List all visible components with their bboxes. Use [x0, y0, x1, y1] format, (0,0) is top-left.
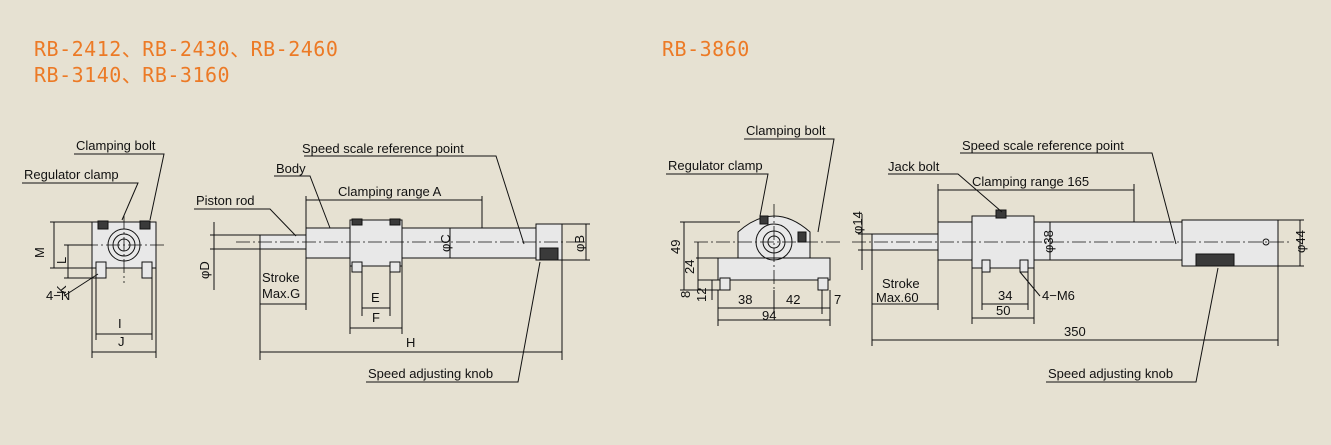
dim-12: 12 — [694, 288, 709, 302]
dim-phi-14: φ14 — [850, 211, 865, 234]
left-title: RB-2412、RB-2430、RB-2460 RB-3140、RB-3160 — [34, 36, 338, 88]
label-clamping-range-a: Clamping range A — [338, 184, 442, 199]
dim-34: 34 — [998, 288, 1012, 303]
label-piston-rod: Piston rod — [196, 193, 255, 208]
dim-K: K — [54, 285, 69, 294]
label-speed-adjusting-knob-r: Speed adjusting knob — [1048, 366, 1173, 381]
label-regulator-clamp: Regulator clamp — [24, 167, 119, 182]
dim-H: H — [406, 335, 415, 350]
right-title: RB-3860 — [662, 37, 750, 61]
dim-4-N: 4−N — [46, 288, 70, 303]
label-stroke-max-60: Max.60 — [876, 290, 919, 305]
label-stroke: Stroke — [262, 270, 300, 285]
dim-50: 50 — [996, 303, 1010, 318]
dim-8: 8 — [678, 291, 693, 298]
left-end-view — [22, 153, 165, 358]
label-clamping-bolt: Clamping bolt — [76, 138, 156, 153]
dim-7: 7 — [834, 292, 841, 307]
left-title-line1: RB-2412、RB-2430、RB-2460 — [34, 37, 339, 61]
dim-L: L — [54, 257, 69, 264]
dim-phi-38: φ38 — [1041, 230, 1056, 253]
label-clamping-range-165: Clamping range 165 — [972, 174, 1089, 189]
dim-F: F — [372, 310, 380, 325]
dim-phi-c: φC — [438, 234, 453, 252]
label-stroke-max-g: Max.G — [262, 286, 300, 301]
right-side-view — [852, 152, 1304, 383]
dim-phi-44: φ44 — [1293, 230, 1308, 253]
left-title-line2: RB-3140、RB-3160 — [34, 63, 231, 87]
dim-J: J — [118, 334, 125, 349]
dim-49: 49 — [668, 240, 683, 254]
label-stroke-r: Stroke — [882, 276, 920, 291]
dim-94: 94 — [762, 308, 776, 323]
label-clamping-bolt-r: Clamping bolt — [746, 123, 826, 138]
dim-I: I — [118, 316, 122, 331]
right-end-view — [666, 138, 840, 326]
left-side-view — [194, 155, 590, 383]
dim-38: 38 — [738, 292, 752, 307]
dim-350: 350 — [1064, 324, 1086, 339]
dim-42: 42 — [786, 292, 800, 307]
label-body: Body — [276, 161, 306, 176]
dim-4-m6: 4−M6 — [1042, 288, 1075, 303]
label-speed-scale-ref: Speed scale reference point — [302, 141, 464, 156]
label-jack-bolt: Jack bolt — [888, 159, 940, 174]
dim-M: M — [32, 247, 47, 258]
label-regulator-clamp-r: Regulator clamp — [668, 158, 763, 173]
dim-phi-b: φB — [572, 235, 587, 252]
dim-phi-d: φD — [197, 261, 212, 279]
label-speed-scale-ref-r: Speed scale reference point — [962, 138, 1124, 153]
dim-24: 24 — [682, 260, 697, 274]
label-speed-adjusting-knob: Speed adjusting knob — [368, 366, 493, 381]
dim-E: E — [371, 290, 380, 305]
